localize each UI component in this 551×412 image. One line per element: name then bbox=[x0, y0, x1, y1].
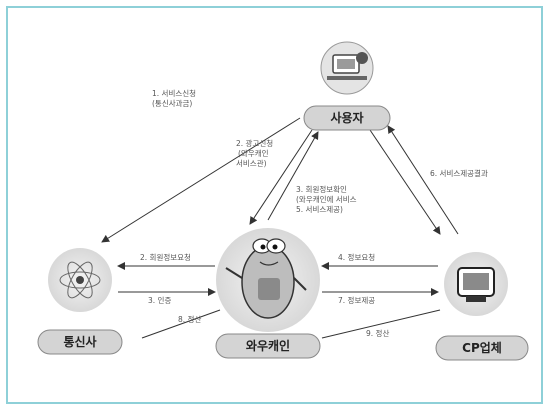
label-center-to-telecom: 2. 회원정보요청 bbox=[140, 252, 191, 262]
node-center: 와우캐인 bbox=[215, 333, 321, 359]
label-user-to-cp: 6. 서비스제공결과 bbox=[430, 168, 488, 178]
arrow-user-to-cp bbox=[369, 129, 441, 235]
label-center-to-cp-pay: 9. 정산 bbox=[366, 328, 389, 338]
mascot-character-icon bbox=[216, 228, 320, 332]
label-user-to-telecom-1: 1. 서비스신청 bbox=[152, 89, 196, 98]
node-user-label: 사용자 bbox=[330, 110, 363, 125]
node-user: 사용자 bbox=[303, 105, 391, 131]
label-user-to-telecom-2: (통신사과금) bbox=[152, 99, 192, 108]
computer-monitor-icon bbox=[444, 252, 508, 316]
node-center-label: 와우캐인 bbox=[246, 338, 290, 353]
label-user-to-center-1: 2. 광고신청 bbox=[236, 138, 273, 148]
arrows bbox=[101, 117, 459, 339]
arrow-center-to-cp-pay bbox=[321, 309, 441, 339]
arrow-user-to-center bbox=[249, 129, 313, 225]
label-telecom-to-center: 3. 인증 bbox=[148, 295, 171, 305]
label-cp-to-center: 4. 정보요청 bbox=[338, 252, 375, 262]
arrow-cp-to-user bbox=[387, 125, 459, 235]
node-telecom-label: 통신사 bbox=[63, 334, 96, 349]
label-center-to-user-3: 5. 서비스제공) bbox=[296, 205, 343, 214]
label-center-to-user-2: (와우캐인에 서비스 bbox=[296, 194, 357, 204]
arrow-telecom-to-center-pay bbox=[141, 309, 221, 339]
label-user-to-center-3: 서비스관) bbox=[236, 158, 267, 168]
node-cp-label: CP업체 bbox=[462, 340, 502, 355]
edge-labels: 1. 서비스신청 (통신사과금) 2. 광고신청 (와우캐인 서비스관) 3. … bbox=[140, 89, 488, 338]
label-center-to-cp: 7. 정보제공 bbox=[338, 295, 375, 305]
arrow-center-to-user bbox=[267, 131, 319, 221]
node-telecom: 통신사 bbox=[37, 329, 123, 355]
label-user-to-center-2: (와우캐인 bbox=[238, 148, 269, 158]
person-at-computer-icon bbox=[320, 41, 374, 95]
label-center-to-user-1: 3. 회원정보확인 bbox=[296, 184, 347, 194]
label-telecom-to-center-pay: 8. 정산 bbox=[178, 314, 201, 324]
satellite-globe-icon bbox=[48, 248, 112, 312]
node-cp: CP업체 bbox=[435, 335, 529, 361]
arrow-user-to-telecom bbox=[101, 117, 301, 243]
